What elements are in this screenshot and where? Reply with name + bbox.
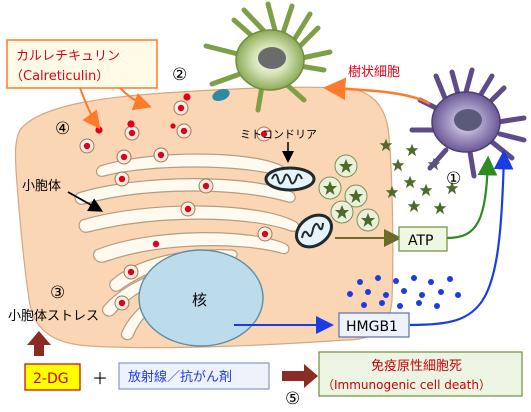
nucleus-label: 核 (192, 291, 207, 309)
membrane-budding (212, 88, 230, 102)
treatment-label: 放射線／抗がん剤 (128, 369, 232, 385)
dendritic-cell-label: 樹状細胞 (348, 65, 400, 80)
calreticulin-arrow-1 (79, 87, 101, 130)
step-1-marker: ① (446, 169, 461, 189)
nucleus (138, 249, 264, 347)
calreticulin-arrow-2 (119, 87, 152, 111)
atp-label: ATP (408, 233, 433, 249)
calreticulin-jp-label: カルレチキュリン (16, 49, 120, 64)
atp-box (398, 226, 448, 252)
er-label: 小胞体 (22, 179, 61, 194)
treatment-box (118, 362, 270, 390)
step-5-marker: ⑤ (285, 389, 300, 409)
plus-sign: ＋ (92, 369, 108, 388)
mitochondria-icon (264, 166, 316, 192)
step-3-marker: ③ (50, 283, 65, 303)
dg-box (24, 363, 81, 391)
icd-box (318, 351, 523, 397)
atp-stars-outside (379, 138, 459, 215)
atp-to-dc-arrow (446, 155, 498, 240)
icd-jp-label: 免疫原性細胞死 (371, 358, 462, 374)
dg-label: 2-DG (33, 371, 69, 387)
mitochondria-icon (294, 213, 334, 249)
hmgb1-box (338, 312, 410, 338)
dg-up-arrow (27, 331, 51, 356)
hmgb1-to-dc-arrow (409, 149, 514, 327)
hmgb1-dots (347, 275, 461, 309)
icd-en-label: （Immunogenic cell death） (322, 378, 491, 392)
calreticulin-label-box (6, 39, 158, 89)
atp-stars-inside (318, 154, 380, 232)
step-2-marker: ② (172, 65, 187, 85)
calreticulin-en-label: （Calreticulin） (10, 69, 109, 84)
er-label-arrow (67, 191, 104, 212)
calreticulin-dots (83, 93, 269, 307)
dendritic-cell-green-icon (203, 1, 333, 113)
mitochondria-label: ミトコンドリア (240, 128, 317, 141)
hmgb1-label: HMGB1 (346, 319, 398, 335)
treatment-to-icd-arrow (282, 364, 318, 388)
dendritic-cell-purple-icon (409, 67, 527, 179)
vesicles (79, 100, 273, 311)
step-4-marker: ④ (55, 119, 70, 139)
er-stress-label: 小胞体ストレス (8, 309, 99, 324)
dc-to-dc-arrow (323, 77, 431, 106)
